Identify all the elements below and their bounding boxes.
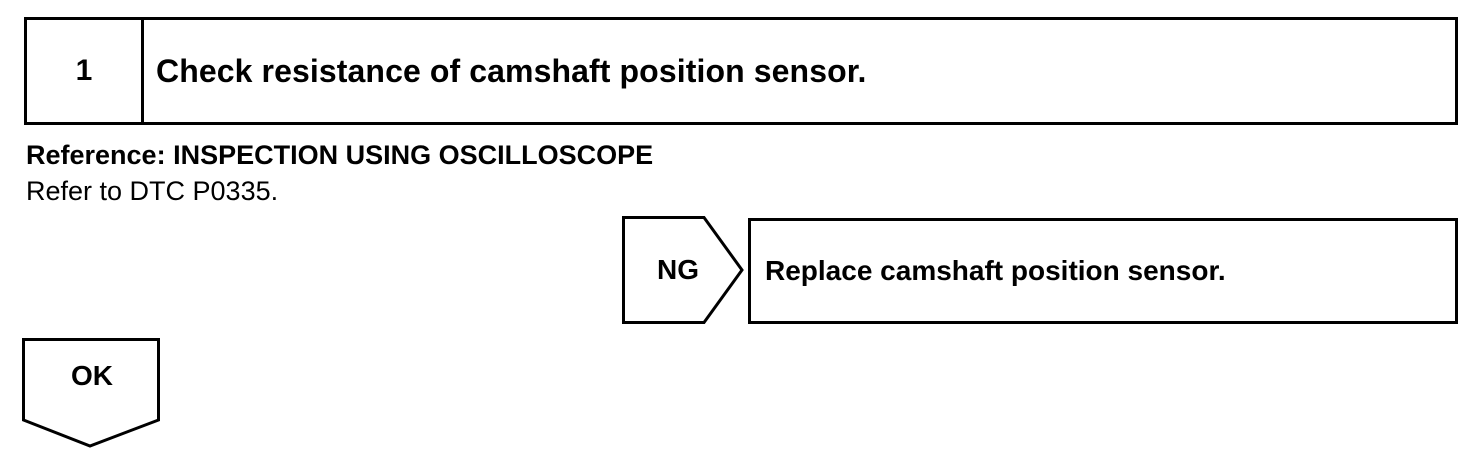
reference-text: Refer to DTC P0335.	[26, 176, 279, 206]
ng-action-box: Replace camshaft position sensor.	[748, 218, 1458, 324]
right-arrow-icon	[622, 216, 744, 324]
reference-heading: Reference: INSPECTION USING OSCILLOSCOPE	[26, 140, 654, 170]
ok-label: OK	[71, 360, 113, 391]
down-arrow-icon	[22, 338, 160, 448]
ok-arrow: OK	[22, 338, 162, 450]
step-box: 1 Check resistance of camshaft position …	[24, 17, 1458, 125]
ng-label: NG	[657, 254, 699, 285]
step-title: Check resistance of camshaft position se…	[156, 52, 867, 89]
step-number: 1	[27, 20, 144, 122]
ng-arrow: NG	[622, 216, 746, 324]
